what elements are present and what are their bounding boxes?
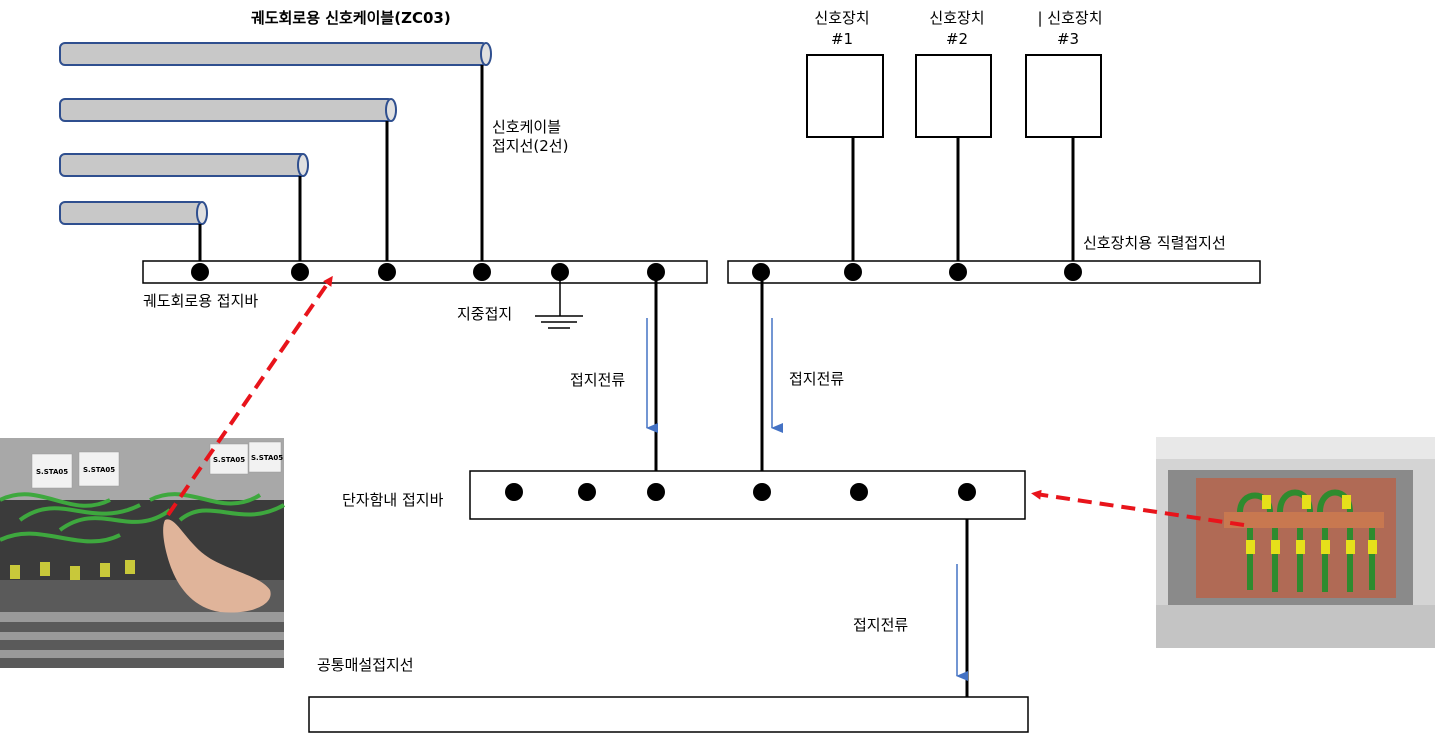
device-ground-bar: [727, 260, 1261, 284]
cable-4-end: [196, 201, 208, 225]
terminal-box-photo: [1156, 437, 1435, 648]
device-3-label-line1: | 신호장치: [1037, 9, 1102, 27]
relay-rack-photo: S.STA05 S.STA05 S.STA05 S.STA05: [0, 438, 285, 668]
earth-ground-label: 지중접지: [457, 305, 512, 323]
device-3-label-line2: #3: [1057, 30, 1079, 48]
device-2-box: [915, 54, 992, 138]
photo-tag-3: S.STA05: [213, 456, 245, 464]
ground-current-arrows: [646, 318, 968, 681]
terminal-box-bar-label: 단자함내 접지바: [342, 491, 444, 509]
earth-ground-symbol: [535, 272, 583, 329]
cable-4: [59, 201, 205, 225]
pointer-arrow-right: [1031, 489, 1245, 527]
pointer-arrow-left: [166, 275, 333, 517]
cable-title-label: 궤도회로용 신호케이블(ZC03): [251, 9, 451, 27]
device-bar-terminals: [752, 263, 1082, 281]
photo-tag-1: S.STA05: [36, 468, 68, 476]
track-ground-bar: [142, 260, 708, 284]
signal-cables: [59, 42, 492, 225]
device-ground-wires: [851, 137, 1075, 272]
device-2-label-line1: 신호장치: [929, 9, 984, 27]
device-series-ground-label: 신호장치용 직렬접지선: [1083, 234, 1226, 252]
terminal-bar-terminals: [505, 483, 976, 501]
cable-ground-label-line1: 신호케이블: [492, 118, 561, 136]
cable-2: [59, 98, 394, 122]
cable-ground-label-line2: 접지선(2선): [492, 137, 568, 155]
ground-current-label-3: 접지전류: [853, 616, 908, 634]
device-1-label-line2: #1: [831, 30, 853, 48]
device-1-box: [806, 54, 884, 138]
bar-interconnects: [654, 272, 969, 700]
track-ground-bar-label: 궤도회로용 접지바: [143, 292, 258, 310]
ground-current-label-1: 접지전류: [570, 371, 625, 389]
common-buried-ground-label: 공통매설접지선: [317, 656, 414, 674]
cable-1-end: [480, 42, 492, 66]
photo-tag-4: S.STA05: [251, 454, 283, 462]
common-buried-ground-bar: [308, 696, 1029, 733]
cable-2-end: [385, 98, 397, 122]
cable-1: [59, 42, 488, 66]
photo-tag-2: S.STA05: [83, 466, 115, 474]
device-3-box: [1025, 54, 1102, 138]
signal-devices: [806, 54, 1102, 138]
terminal-box-ground-bar: [469, 470, 1026, 520]
ground-current-label-2: 접지전류: [789, 370, 844, 388]
device-2-label-line2: #2: [946, 30, 968, 48]
device-1-label-line1: 신호장치: [814, 9, 869, 27]
cable-3-end: [297, 153, 309, 177]
cable-3: [59, 153, 307, 177]
